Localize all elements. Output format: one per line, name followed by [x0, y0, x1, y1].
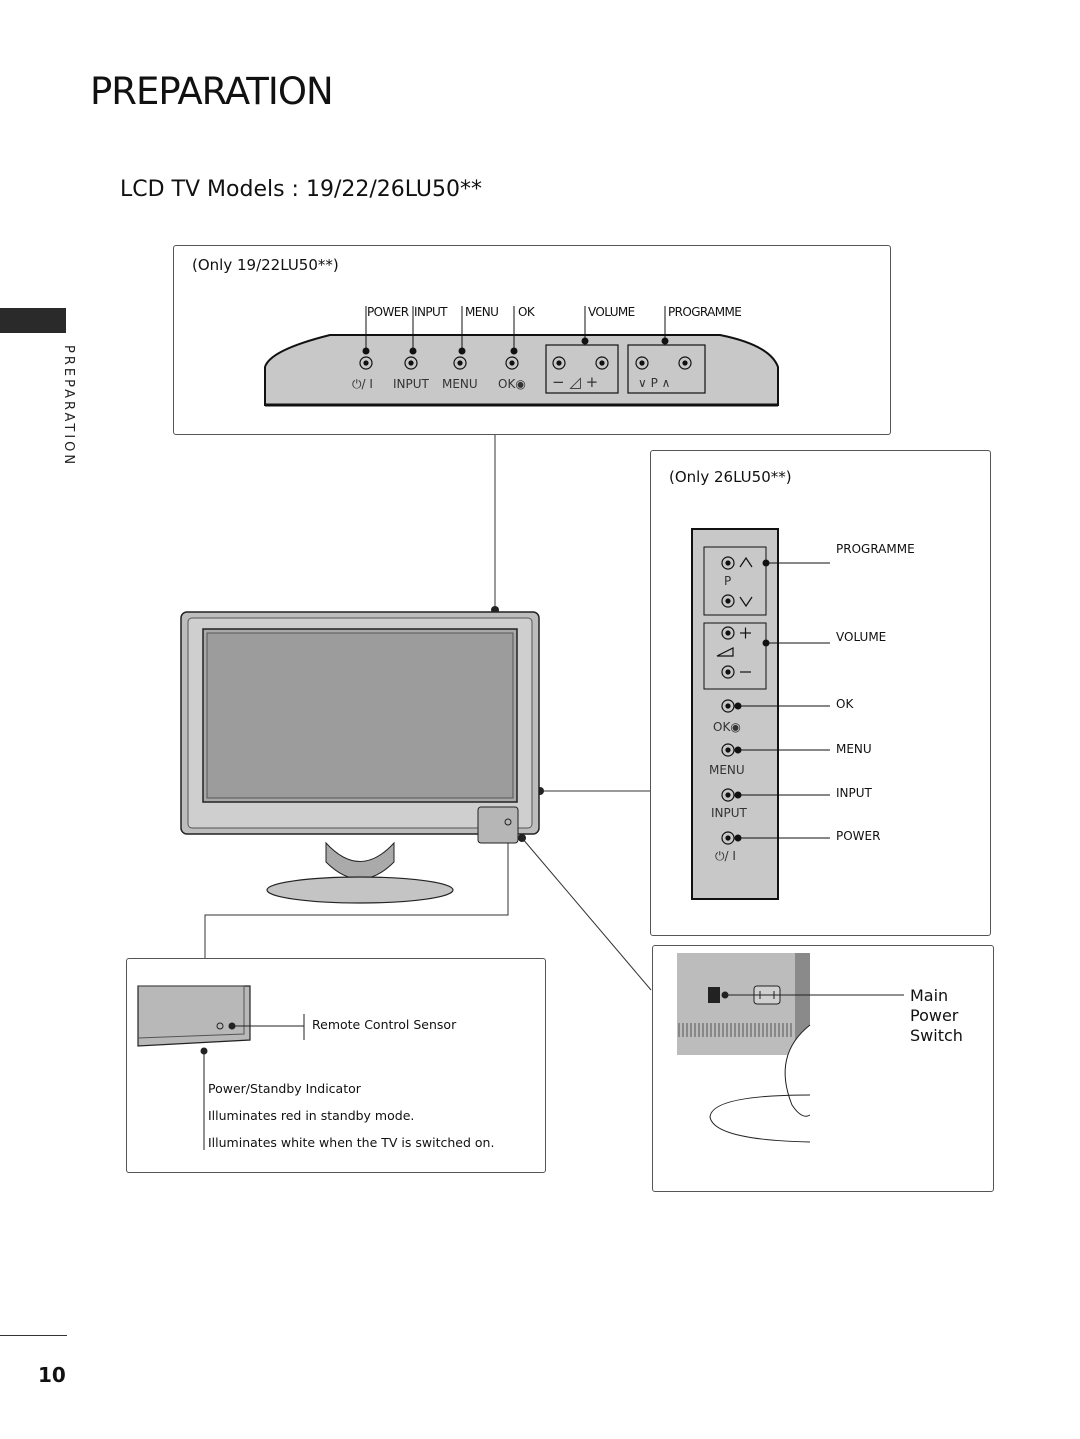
- top-control-strip: [264, 306, 779, 407]
- side-panel-caption-text: Only 26LU50**: [674, 468, 786, 486]
- label-input: INPUT: [414, 305, 447, 319]
- label-volume: VOLUME: [588, 305, 635, 319]
- mark-programme: ∨ P ∧: [638, 376, 671, 390]
- main-power-switch-label-3: Switch: [910, 1026, 963, 1045]
- sensor-box: [126, 958, 546, 1173]
- label-power: POWER: [367, 305, 409, 319]
- mark-volume: − ◿ +: [552, 373, 599, 391]
- label-ok: OK: [518, 305, 535, 319]
- section-title: LCD TV Models : 19/22/26LU50**: [120, 177, 483, 202]
- side-control-strip: [691, 528, 830, 900]
- power-switch-box: [652, 945, 994, 1192]
- label-side-programme: PROGRAMME: [836, 542, 915, 556]
- page-number: 10: [38, 1363, 66, 1387]
- main-power-switch-label-2: Power: [910, 1006, 959, 1025]
- label-side-ok: OK: [836, 697, 854, 711]
- top-panel-box: [173, 245, 891, 435]
- indicator-line-1: Illuminates red in standby mode.: [208, 1108, 415, 1123]
- side-panel-caption: (Only 26LU50**): [669, 468, 792, 486]
- main-power-switch-label-1: Main: [910, 986, 949, 1005]
- mark-side-input: INPUT: [711, 806, 747, 820]
- footer-rule: [0, 1335, 67, 1336]
- indicator-line-2: Illuminates white when the TV is switche…: [208, 1135, 495, 1150]
- mark-input: INPUT: [393, 377, 429, 391]
- mark-ok: OK◉: [498, 377, 526, 391]
- sensor-detail-drawing: [137, 985, 305, 1150]
- top-panel-caption: (Only 19/22LU50**): [192, 256, 339, 274]
- side-panel-box: [650, 450, 991, 936]
- mark-side-p: P: [724, 574, 732, 588]
- label-menu: MENU: [465, 305, 499, 319]
- tv-front-drawing: [180, 611, 540, 904]
- side-section-label: PREPARATION: [61, 345, 76, 468]
- page-title: PREPARATION: [90, 70, 334, 113]
- label-side-input: INPUT: [836, 786, 872, 800]
- mark-power: ⏻/ I: [352, 377, 373, 391]
- top-panel-caption-text: Only 19/22LU50**: [197, 256, 333, 274]
- mark-side-ok: OK◉: [713, 720, 741, 734]
- power-switch-drawing: [677, 953, 904, 1143]
- mark-side-menu: MENU: [709, 763, 745, 777]
- side-tab-marker: [0, 308, 66, 333]
- label-side-power: POWER: [836, 829, 881, 843]
- remote-sensor-label: Remote Control Sensor: [312, 1017, 457, 1032]
- label-programme: PROGRAMME: [668, 305, 742, 319]
- indicator-title: Power/Standby Indicator: [208, 1081, 361, 1096]
- label-side-menu: MENU: [836, 742, 872, 756]
- mark-menu: MENU: [442, 377, 478, 391]
- mark-side-power: ⏻/ I: [715, 849, 736, 863]
- label-side-volume: VOLUME: [836, 630, 887, 644]
